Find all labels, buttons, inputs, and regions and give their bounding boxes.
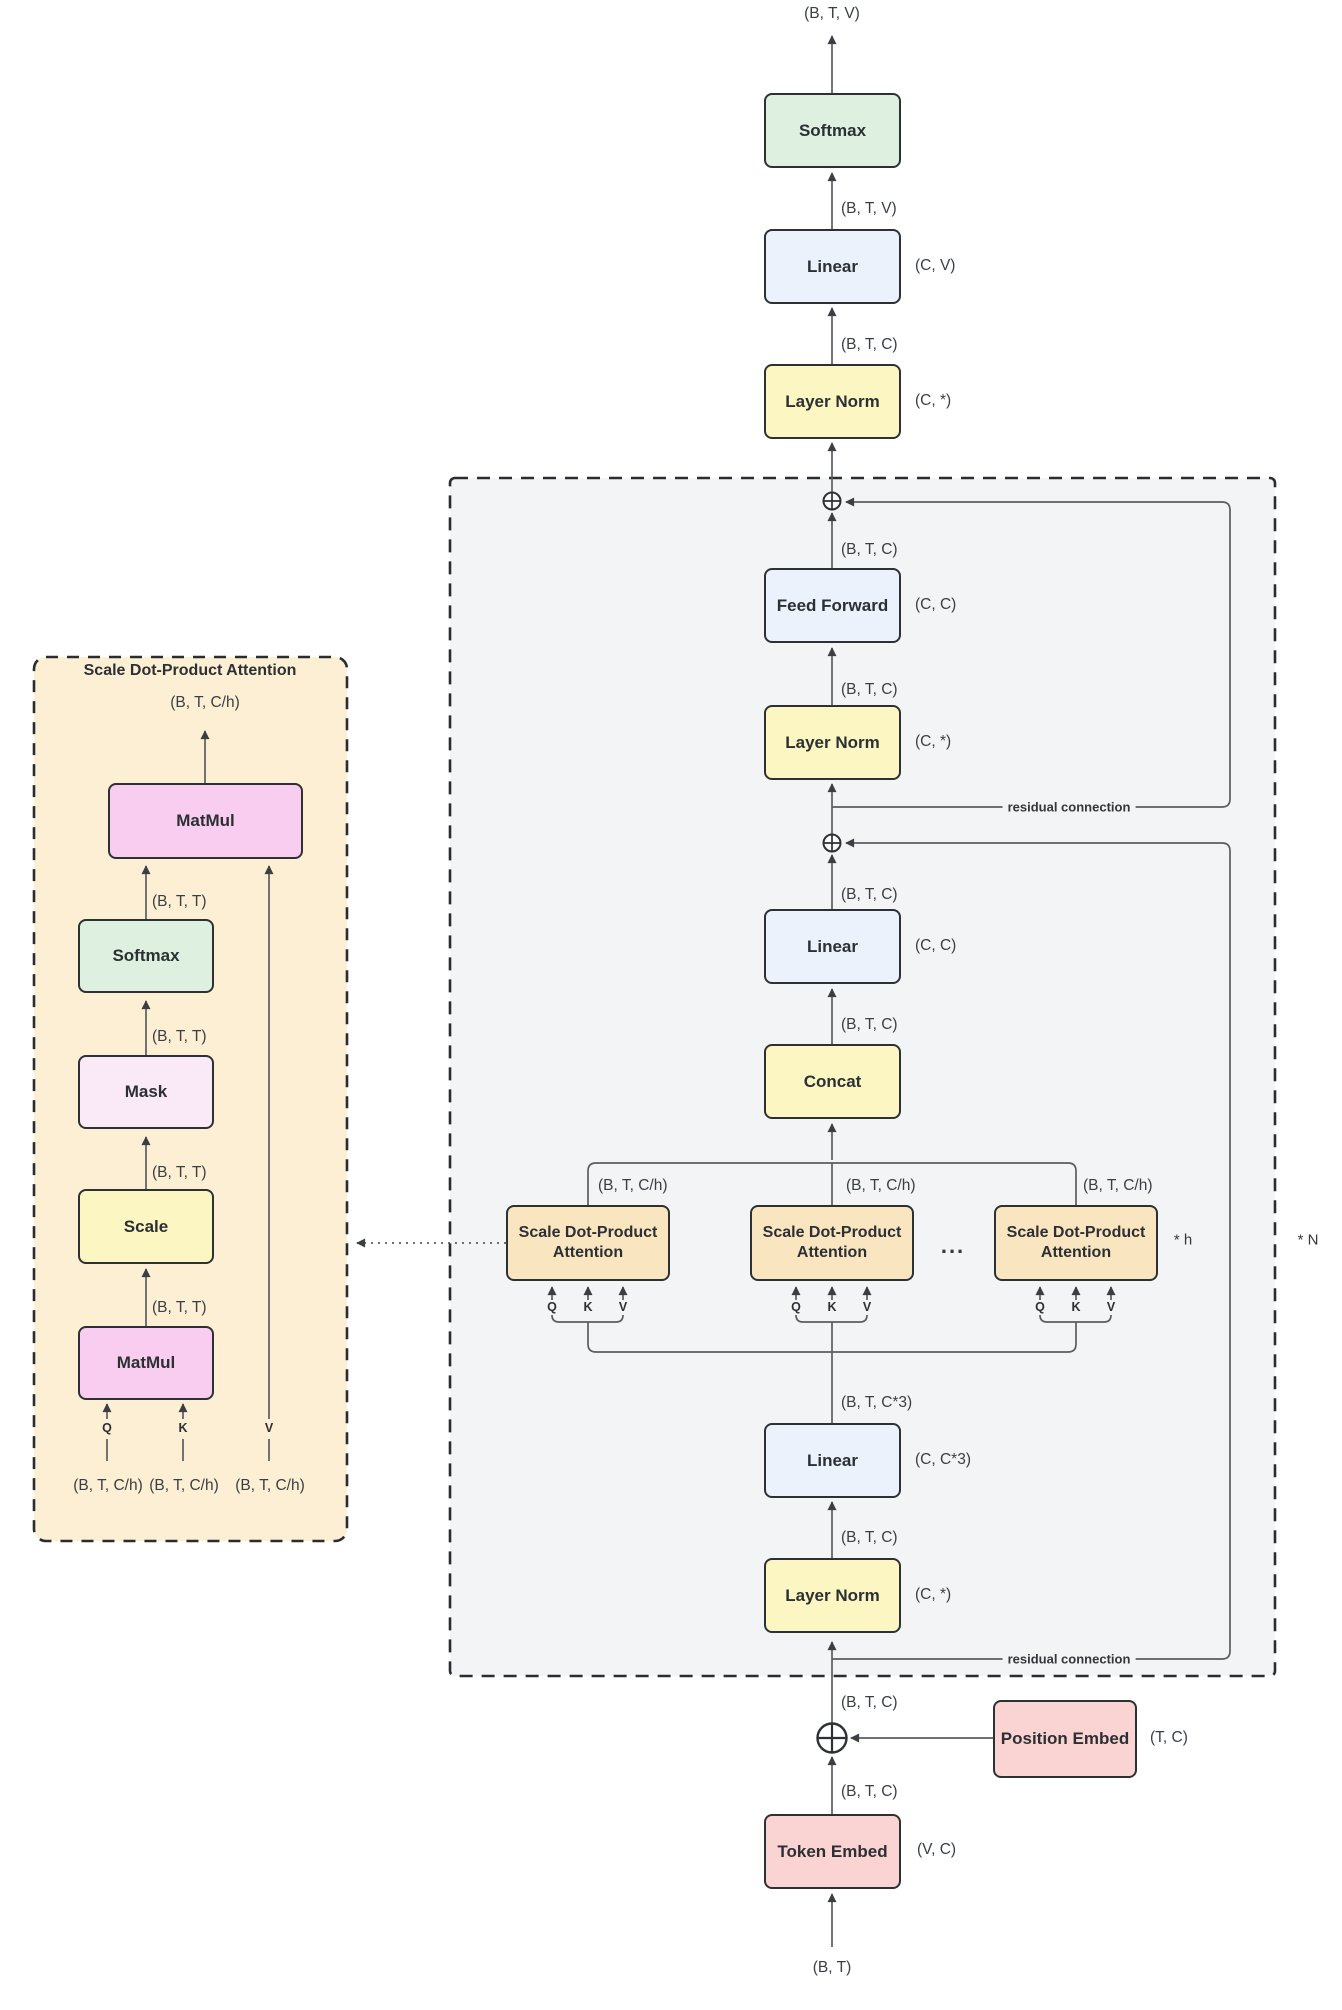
heads-ellipsis: ...	[940, 1233, 966, 1258]
head3-q-label: Q	[1035, 1300, 1045, 1314]
detail-v-shape: (B, T, C/h)	[235, 1477, 305, 1494]
detail-q-shape: (B, T, C/h)	[73, 1477, 143, 1494]
param-label-layernorm-output: (C, *)	[915, 392, 952, 409]
residual-connection-ff	[832, 497, 1231, 808]
residual-label-ff: residual connection	[1002, 799, 1136, 815]
detail-q-label: Q	[102, 1421, 112, 1435]
feed-forward-box: Feed Forward	[764, 568, 901, 643]
detail-scale-box: Scale	[78, 1189, 214, 1264]
head3-k-label: K	[1071, 1300, 1081, 1314]
param-label-layernorm-ff: (C, *)	[915, 733, 952, 750]
param-label-position-embed: (T, C)	[1150, 1729, 1188, 1746]
layers-multiplier: * N	[1297, 1231, 1319, 1249]
attention-head-2-box: Scale Dot-Product Attention	[750, 1205, 914, 1281]
layernorm-attn-label: Layer Norm	[785, 1585, 880, 1605]
connectors	[102, 35, 1231, 1947]
detail-matmul-output-box: MatMul	[108, 783, 303, 859]
param-label-linear-qkv: (C, C*3)	[915, 1451, 971, 1468]
heads-distribution-line	[587, 1162, 1077, 1205]
shape-label-layernorm-linear: (B, T, C)	[841, 336, 898, 353]
position-embed-box: Position Embed	[993, 1700, 1137, 1778]
shape-label-layernorm-linearqkv: (B, T, C)	[841, 1529, 898, 1546]
attention-head-3-box: Scale Dot-Product Attention	[994, 1205, 1158, 1281]
detail-k-shape: (B, T, C/h)	[149, 1477, 219, 1494]
linear-attn-output-label: Linear	[806, 936, 859, 956]
layernorm-ff-box: Layer Norm	[764, 705, 901, 780]
layernorm-output-label: Layer Norm	[785, 391, 880, 411]
head2-v-label: V	[862, 1300, 872, 1314]
layernorm-output-box: Layer Norm	[764, 364, 901, 439]
detail-k-label: K	[178, 1421, 188, 1435]
detail-softmax-box: Softmax	[78, 919, 214, 993]
position-embed-label: Position Embed	[1000, 1729, 1130, 1749]
head1-k-label: K	[583, 1300, 593, 1314]
shape-label-ff-add: (B, T, C)	[841, 541, 898, 558]
detail-matmul-qk-box: MatMul	[78, 1326, 214, 1400]
attention-head-1-label: Scale Dot-Product Attention	[518, 1224, 658, 1261]
shape-label-layernorm-ff: (B, T, C)	[841, 681, 898, 698]
shape-label-tokenembed-add: (B, T, C)	[841, 1783, 898, 1800]
token-embed-label: Token Embed	[777, 1841, 888, 1861]
param-label-feedforward: (C, C)	[915, 596, 957, 613]
detail-scale-label: Scale	[123, 1216, 169, 1236]
linear-qkv-box: Linear	[764, 1423, 901, 1498]
head3-v-label: V	[1106, 1300, 1116, 1314]
feed-forward-label: Feed Forward	[776, 595, 889, 615]
token-embed-box: Token Embed	[764, 1814, 901, 1889]
add-circle-ff-cross	[823, 492, 841, 510]
detail-shape-scale-mask: (B, T, T)	[152, 1164, 207, 1181]
linear-qkv-label: Linear	[806, 1450, 859, 1470]
head1-v-label: V	[618, 1300, 628, 1314]
layernorm-attn-box: Layer Norm	[764, 1558, 901, 1633]
linear-attn-output-box: Linear	[764, 909, 901, 984]
linear-output-box: Linear	[764, 229, 901, 304]
head1-collector-line	[587, 1322, 832, 1353]
layernorm-ff-label: Layer Norm	[785, 732, 880, 752]
param-label-linear-attn: (C, C)	[915, 937, 957, 954]
input-shape-label: (B, T)	[812, 1959, 852, 1976]
head1-q-label: Q	[547, 1300, 557, 1314]
detail-shape-mask-softmax: (B, T, T)	[152, 1028, 207, 1045]
shape-label-concat-linear: (B, T, C)	[841, 1016, 898, 1033]
detail-matmul-qk-label: MatMul	[116, 1353, 176, 1373]
shape-label-head2-out: (B, T, C/h)	[846, 1177, 916, 1194]
head3-collector-line	[832, 1322, 1077, 1353]
shape-label-head1-out: (B, T, C/h)	[598, 1177, 668, 1194]
linear-output-label: Linear	[806, 256, 859, 276]
softmax-output-box: Softmax	[764, 93, 901, 168]
detail-shape-softmax-matmul: (B, T, T)	[152, 893, 207, 910]
shape-label-add-layernorm: (B, T, C)	[841, 1694, 898, 1711]
shape-label-linearqkv-out: (B, T, C*3)	[841, 1394, 913, 1411]
output-shape-label: (B, T, V)	[804, 5, 860, 22]
detail-mask-box: Mask	[78, 1055, 214, 1129]
param-label-layernorm-attn: (C, *)	[915, 1586, 952, 1603]
param-label-token-embed: (V, C)	[917, 1841, 957, 1858]
softmax-output-label: Softmax	[798, 120, 867, 140]
shape-label-linear-add: (B, T, C)	[841, 886, 898, 903]
head2-k-label: K	[827, 1300, 837, 1314]
concat-box: Concat	[764, 1044, 901, 1119]
detail-v-label: V	[264, 1421, 274, 1435]
concat-label: Concat	[803, 1071, 862, 1091]
heads-multiplier: * h	[1173, 1231, 1193, 1249]
param-label-linear-output: (C, V)	[915, 257, 956, 274]
detail-output-shape: (B, T, C/h)	[170, 694, 240, 711]
detail-mask-label: Mask	[124, 1082, 168, 1102]
head2-q-label: Q	[791, 1300, 801, 1314]
add-circles	[816, 491, 848, 1754]
detail-softmax-label: Softmax	[112, 946, 180, 966]
shape-label-linear-softmax: (B, T, V)	[841, 200, 897, 217]
add-circle-embed-cross	[817, 1723, 847, 1753]
detail-shape-matmul-scale: (B, T, T)	[152, 1299, 207, 1316]
detail-matmul-output-label: MatMul	[176, 811, 235, 831]
add-circle-attn-cross	[823, 834, 841, 852]
attention-head-3-label: Scale Dot-Product Attention	[1006, 1224, 1146, 1261]
shape-label-head3-out: (B, T, C/h)	[1083, 1177, 1153, 1194]
attention-head-2-label: Scale Dot-Product Attention	[762, 1224, 902, 1261]
residual-label-attn: residual connection	[1002, 1651, 1136, 1667]
detail-title: Scale Dot-Product Attention	[83, 662, 297, 679]
residual-connection-attn	[832, 838, 1231, 1660]
attention-head-1-box: Scale Dot-Product Attention	[506, 1205, 670, 1281]
